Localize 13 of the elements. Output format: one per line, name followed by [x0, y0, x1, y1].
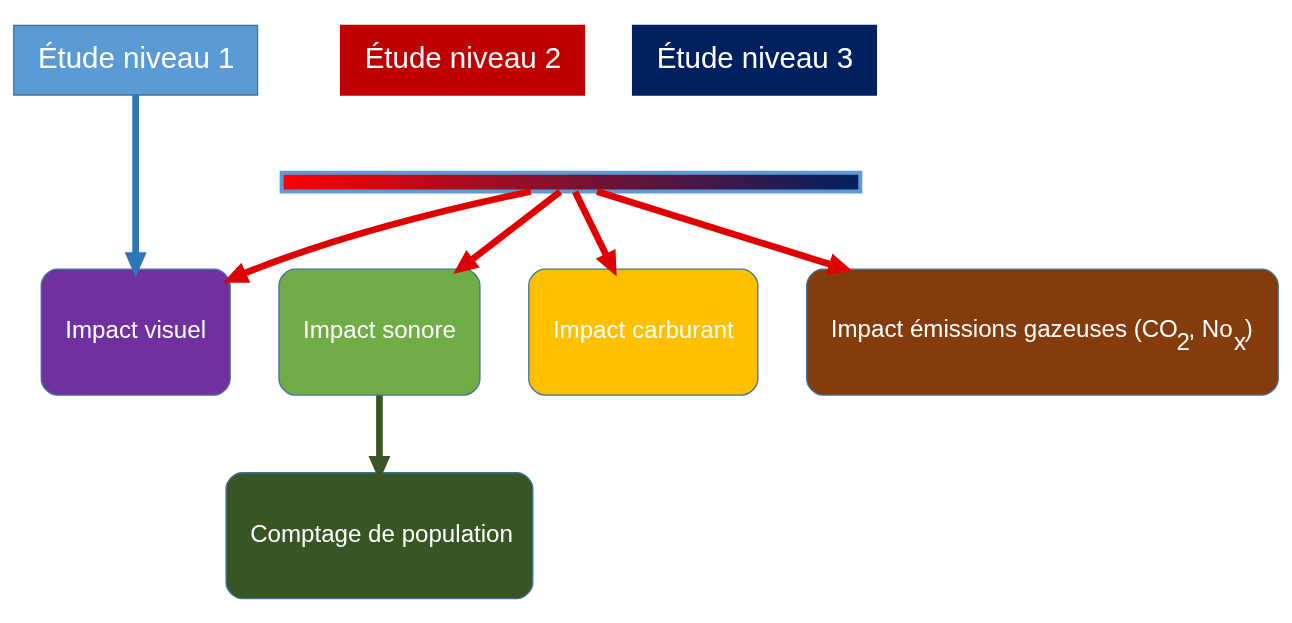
arrow	[596, 187, 854, 275]
node-box: Impact sonore	[278, 267, 481, 396]
node-box: Étude niveau 2	[339, 24, 586, 96]
arrow	[222, 187, 532, 283]
arrow	[124, 94, 147, 277]
node-box: Impact carburant	[528, 267, 759, 396]
arrow	[572, 189, 617, 276]
node-box: Impact visuel	[40, 267, 231, 396]
node-bar	[279, 170, 863, 193]
arrow	[453, 188, 563, 274]
node-box: Étude niveau 3	[631, 24, 878, 96]
node-box: Comptage de population	[225, 471, 534, 599]
node-box: Étude niveau 1	[13, 24, 259, 96]
